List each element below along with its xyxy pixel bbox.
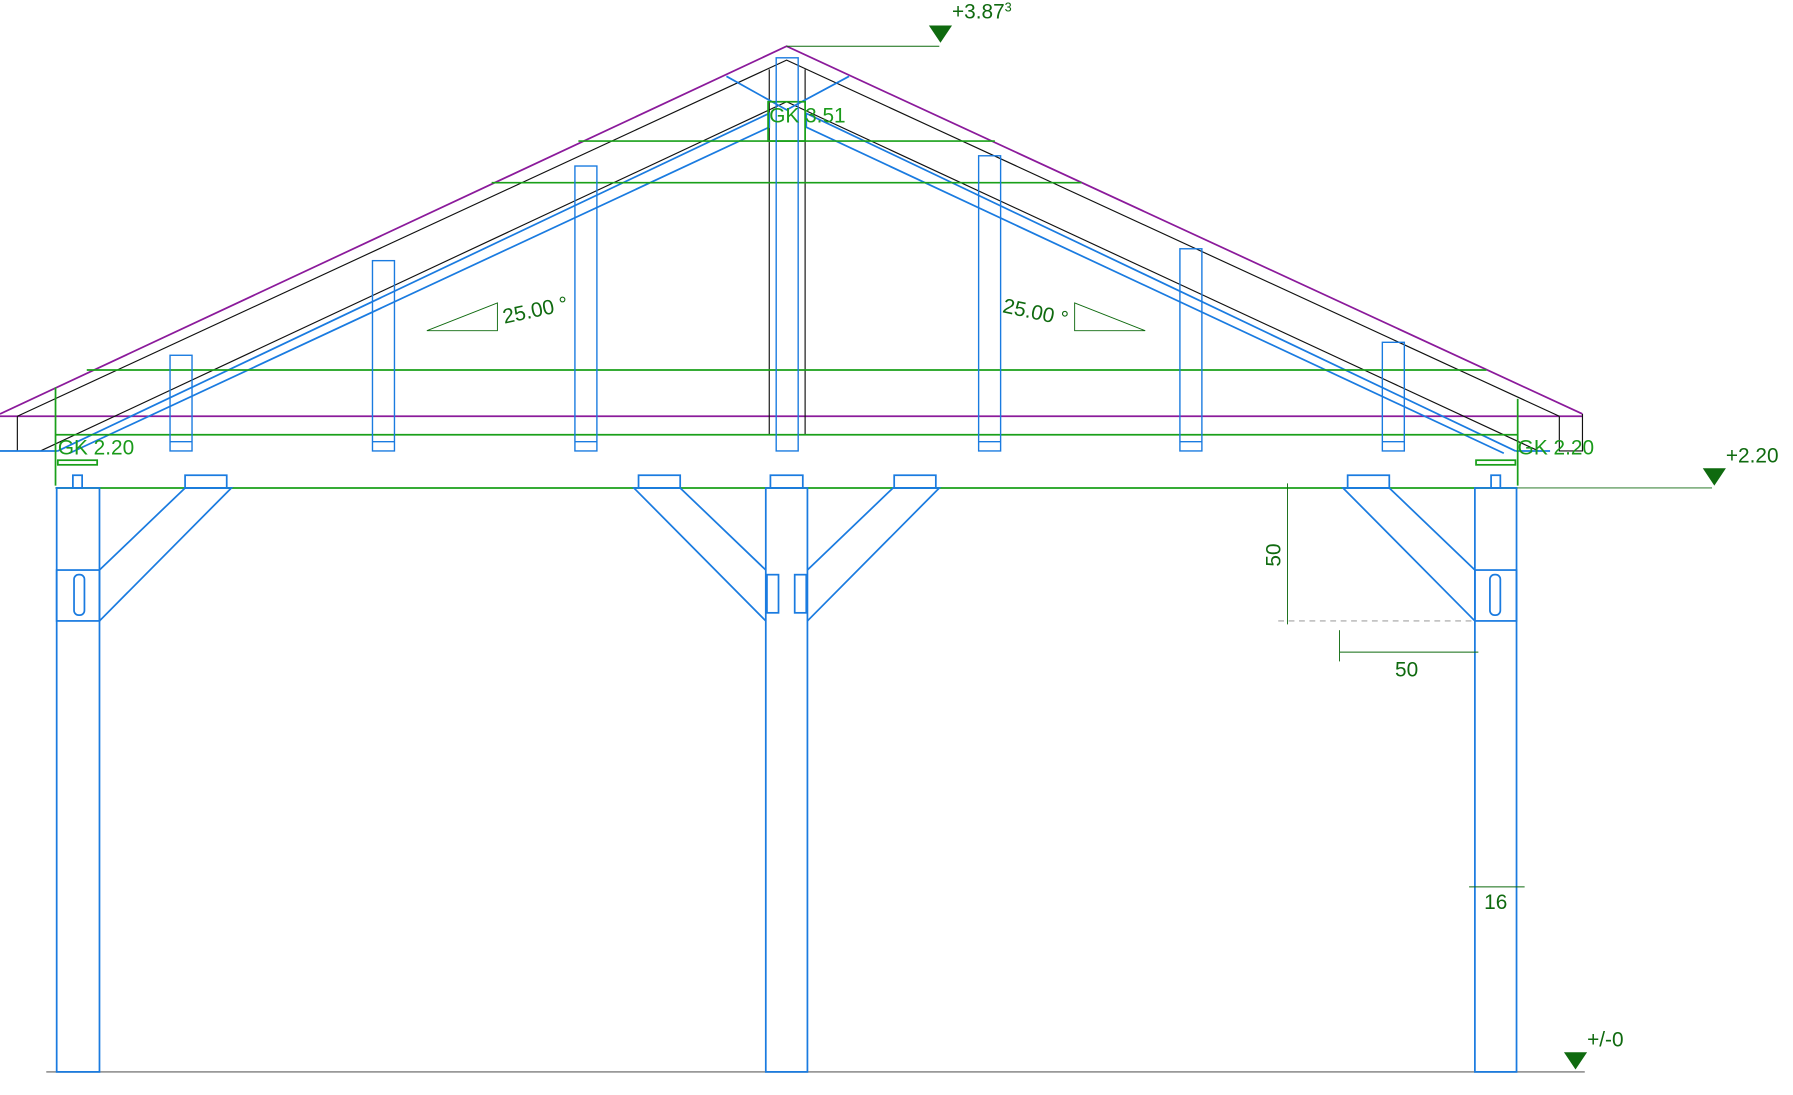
ridge-elevation: +3.873 (952, 0, 1012, 23)
stud (574, 165, 598, 452)
dimension-lines (426, 302, 1525, 888)
rafters (0, 75, 1551, 455)
gk-top-label: GK 3.51 (769, 105, 845, 128)
stud (1179, 248, 1203, 452)
stud (371, 259, 396, 452)
stud (169, 354, 193, 452)
stud (977, 155, 1002, 452)
gk-right-label: GK 2.20 (1518, 436, 1594, 459)
angle-left: 25.00 ° (501, 292, 571, 328)
ridge-marker-icon (928, 25, 953, 43)
stud (1381, 341, 1406, 452)
elevation-markers (928, 25, 1726, 1070)
level-lines (54, 45, 1713, 489)
dim-brace-horizontal: 50 (1395, 658, 1418, 681)
dim-post-width: 16 (1484, 891, 1507, 914)
king-post (775, 57, 799, 452)
dim-brace-vertical: 50 (1263, 543, 1286, 566)
eaves-elevation: +2.20 (1726, 445, 1779, 468)
ground-marker-icon (1563, 1052, 1588, 1070)
posts (55, 474, 1518, 1073)
gk-left-label: GK 2.20 (58, 436, 134, 459)
studs (169, 57, 1406, 452)
ground-elevation: +/-0 (1587, 1028, 1623, 1051)
angle-right: 25.00 ° (1001, 295, 1071, 331)
eaves-marker-icon (1702, 468, 1726, 486)
